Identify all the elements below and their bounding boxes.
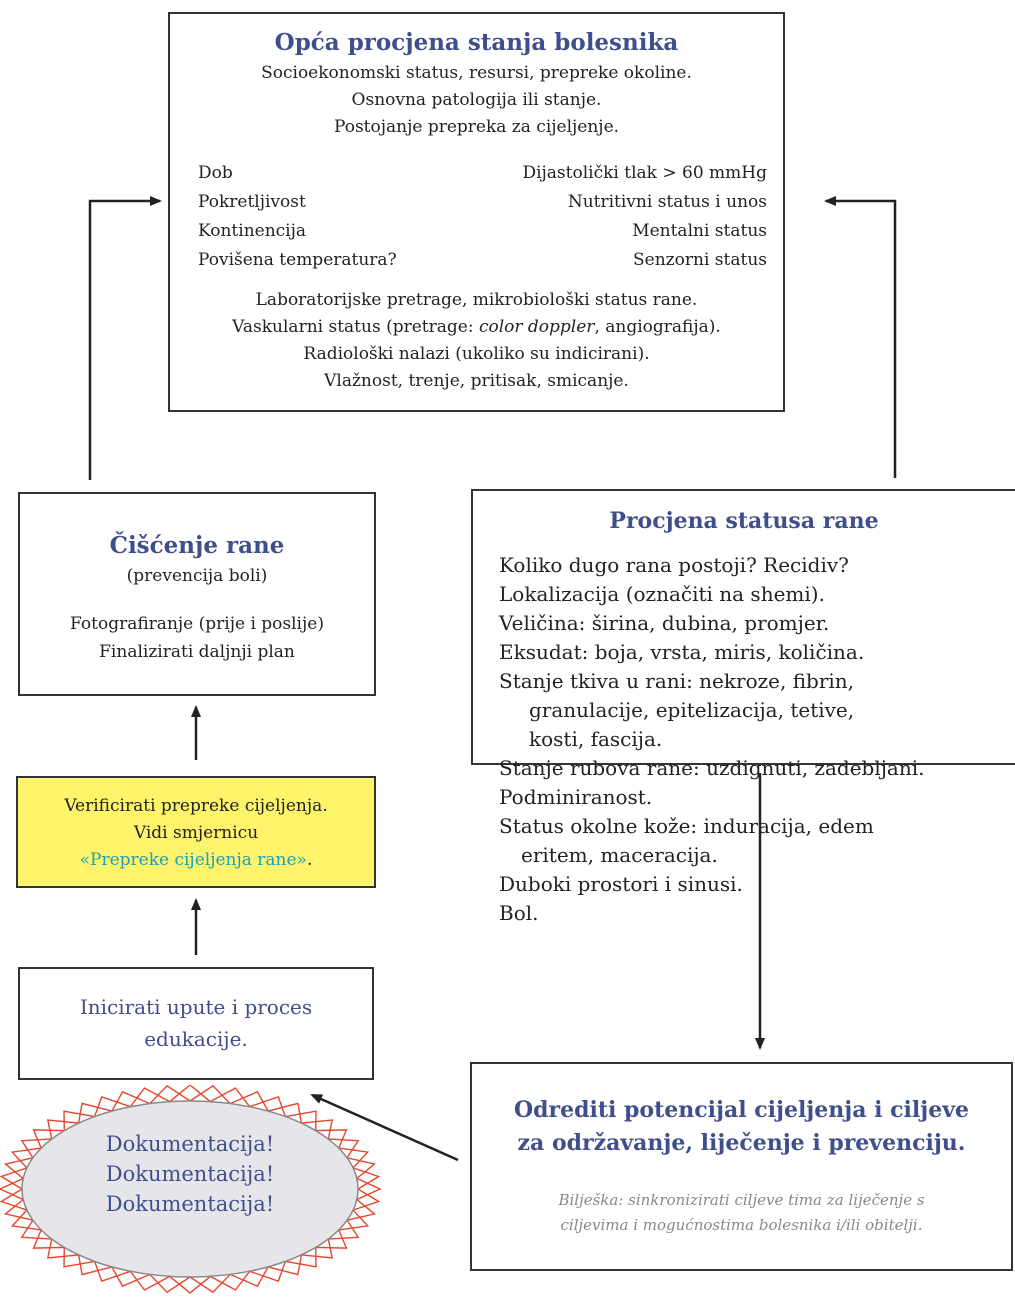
healing-goals-title: Odrediti potencijal cijeljenja i ciljeve… (472, 1094, 1011, 1160)
status-item: Stanje rubova rane: uzdignuti, zadebljan… (499, 756, 925, 780)
arrow-clean-to-top (88, 196, 162, 480)
status-item: Veličina: širina, dubina, promjer. (499, 611, 830, 635)
status-item: Podminiranost. (499, 785, 653, 809)
guideline-link[interactable]: «Prepreke cijeljenja rane» (79, 850, 307, 870)
status-item: Status okolne kože: induracija, edem (499, 814, 874, 838)
vascular-suffix: , angiografija). (594, 317, 721, 337)
vascular-prefix: Vaskularni status (pretrage: (232, 317, 479, 337)
factor-item: Povišena temperatura? (198, 250, 397, 270)
verify-line: Vidi smjernicu (133, 823, 259, 843)
general-bottom-line: Vaskularni status (pretrage: color doppl… (170, 314, 783, 341)
factor-item: Nutritivni status i unos (567, 192, 767, 212)
status-item: Duboki prostori i sinusi. (499, 872, 743, 896)
vascular-italic: color doppler (478, 317, 595, 337)
wound-status-list: Koliko dugo rana postoji? Recidiv? Lokal… (473, 551, 1015, 928)
wound-status-title: Procjena statusa rane (609, 508, 879, 534)
factor-item: Mentalni status (632, 221, 767, 241)
documentation-line: Dokumentacija! (105, 1132, 275, 1156)
status-item: Koliko dugo rana postoji? Recidiv? (499, 553, 849, 577)
factor-item: Kontinencija (198, 221, 307, 241)
verify-link-line: «Prepreke cijeljenja rane». (18, 847, 374, 874)
status-item: Stanje tkiva u rani: nekroze, fibrin, (499, 669, 855, 693)
general-assessment-title: Opća procjena stanja bolesnika (274, 29, 679, 56)
arrow-status-to-top (824, 196, 897, 478)
note-line: ciljevima i mogućnostima bolesnika i/ili… (560, 1216, 923, 1234)
healing-goals-title-line: za održavanje, liječenje i prevenciju. (517, 1130, 966, 1156)
ellipse-zigzag-border (0, 1085, 382, 1294)
factor-item: Pokretljivost (198, 192, 306, 212)
status-item-continued: granulacije, epitelizacija, tetive, (529, 698, 855, 722)
healing-goals-title-line: Odrediti potencijal cijeljenja i ciljeve (513, 1097, 969, 1123)
wound-cleaning-subtitle: (prevencija boli) (126, 566, 268, 586)
healing-goals-note: Bilješka: sinkronizirati ciljeve tima za… (472, 1188, 1011, 1238)
general-intro-line: Postojanje prepreka za cijeljenje. (333, 117, 620, 137)
general-intro-line: Socioekonomski status, resursi, prepreke… (261, 63, 692, 83)
verify-period: . (306, 850, 313, 870)
documentation-ellipse (0, 1085, 382, 1294)
ellipse-fill (21, 1100, 359, 1278)
factor-item: Senzorni status (633, 250, 767, 270)
verify-line: Verificirati prepreke cijeljenja. (64, 796, 328, 816)
general-bottom-lines: Laboratorijske pretrage, mikrobiološki s… (170, 287, 783, 395)
initiate-line: edukacije. (144, 1027, 248, 1051)
wound-cleaning-box: Čišćenje rane (prevencija boli) Fotograf… (18, 492, 376, 696)
general-intro-line: Osnovna patologija ili stanje. (351, 90, 602, 110)
wound-cleaning-title: Čišćenje rane (109, 532, 285, 559)
general-assessment-box: Opća procjena stanja bolesnika Socioekon… (168, 12, 785, 412)
right-factors: Dijastolički tlak > 60 mmHg Nutritivni s… (522, 159, 767, 275)
status-item-continued: eritem, maceracija. (521, 843, 718, 867)
wound-cleaning-line: Finalizirati daljnji plan (99, 642, 295, 662)
zigzag-ring (0, 1085, 381, 1294)
general-bottom-line: Laboratorijske pretrage, mikrobiološki s… (255, 290, 698, 310)
healing-goals-box: Odrediti potencijal cijeljenja i ciljeve… (470, 1062, 1013, 1271)
general-bottom-line: Radiološki nalazi (ukoliko su indicirani… (303, 344, 650, 364)
wound-status-box: Procjena statusa rane Koliko dugo rana p… (471, 489, 1015, 925)
wound-cleaning-line: Fotografiranje (prije i poslije) (70, 614, 324, 634)
verify-barriers-box: Verificirati prepreke cijeljenja. Vidi s… (16, 776, 376, 888)
factor-item: Dob (198, 163, 233, 183)
status-item: Bol. (499, 901, 539, 925)
initiate-education-box: Inicirati upute i proces edukacije. (18, 967, 374, 1080)
left-factors: Dob Pokretljivost Kontinencija Povišena … (198, 159, 397, 275)
status-item-continued: kosti, fascija. (529, 727, 663, 751)
documentation-text: Dokumentacija! Dokumentacija! Dokumentac… (0, 1129, 380, 1219)
zigzag-ring (0, 1085, 382, 1294)
status-item: Eksudat: boja, vrsta, miris, količina. (499, 640, 865, 664)
note-line: Bilješka: sinkronizirati ciljeve tima za… (558, 1191, 925, 1209)
factor-item: Dijastolički tlak > 60 mmHg (522, 163, 767, 183)
factors-columns: Dob Pokretljivost Kontinencija Povišena … (198, 159, 767, 275)
general-bottom-line: Vlažnost, trenje, pritisak, smicanje. (324, 371, 629, 391)
status-item: Lokalizacija (označiti na shemi). (499, 582, 825, 606)
documentation-line: Dokumentacija! (105, 1162, 275, 1186)
initiate-line: Inicirati upute i proces (79, 995, 313, 1019)
documentation-line: Dokumentacija! (105, 1192, 275, 1216)
